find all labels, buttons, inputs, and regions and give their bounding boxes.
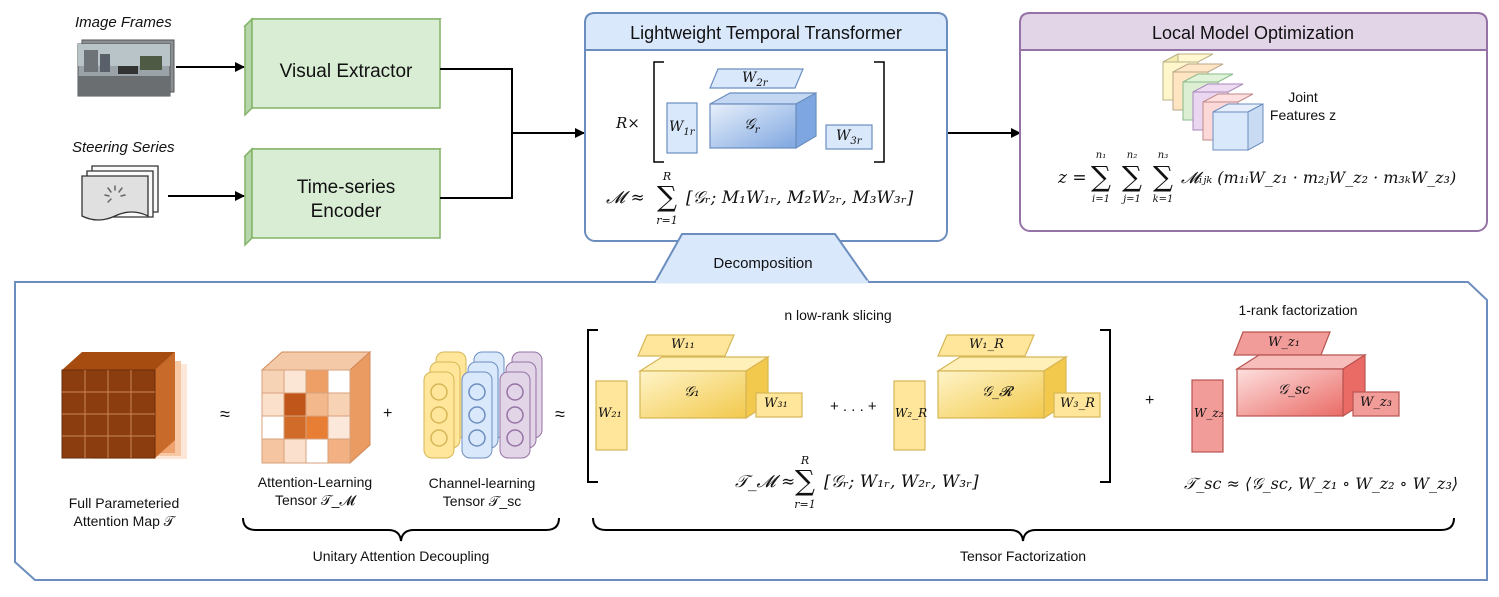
sum2-sign: ∑	[1122, 160, 1142, 193]
wz1-label: W_z₁	[1268, 335, 1300, 350]
visual-extractor-label: Visual Extractor	[279, 61, 413, 82]
sum1-top: n₁	[1095, 150, 1107, 161]
decomposition-label: Decomposition	[713, 255, 813, 272]
merge-connector	[440, 68, 513, 199]
transformer-panel	[584, 12, 948, 242]
plus-sign-1: +	[383, 405, 393, 422]
slicing-left-bracket	[587, 329, 598, 483]
local-formula-rhs: 𝓜ᵢⱼₖ (m₁ᵢW_z₁ · m₂ⱼW_z₂ · m₃ₖW_z₃)	[1181, 168, 1457, 187]
full-attention-map-cube	[61, 352, 187, 459]
attention-learning-tensor-cube	[260, 350, 372, 465]
transformer-title: Lightweight Temporal Transformer	[630, 23, 902, 43]
slice1-w1-label: W₁₁	[671, 337, 695, 352]
slicing-right-bracket	[1100, 329, 1111, 483]
sum2-bottom: j=1	[1123, 194, 1141, 205]
approx-sign-1: ≈	[220, 404, 230, 424]
sliceR-core-label: 𝒢_𝓡	[982, 384, 1013, 400]
tsc-formula: 𝒯_sc ≈ ⟨𝒢_sc, W_z₁ ∘ W_z₂ ∘ W_z₃⟩	[1184, 474, 1459, 493]
bottom-panel	[14, 281, 1488, 581]
transformer-core: 𝒢r	[744, 115, 760, 136]
tm-formula-rhs: [𝒢ᵣ; W₁ᵣ, W₂ᵣ, W₃ᵣ]	[824, 472, 979, 492]
transformer-w1: W1r	[669, 119, 695, 138]
transformer-sum-sign: ∑	[657, 180, 677, 213]
local-title: Local Model Optimization	[1151, 23, 1355, 43]
sum3-bottom: k=1	[1152, 194, 1174, 205]
transformer-repeat: R×	[616, 114, 640, 132]
transformer-sum-bottom: r=1	[656, 214, 678, 227]
tensor-factorization-label: Tensor Factorization	[959, 548, 1087, 564]
transformer-sum-top: R	[662, 170, 672, 183]
local-formula-lhs: z =	[1058, 168, 1087, 188]
transformer-w2: W2r	[742, 70, 768, 89]
joint-features-cubes	[1162, 53, 1264, 151]
transformer-formula-rhs: [𝒢ᵣ; M₁W₁ᵣ, M₂W₂ᵣ, M₃W₃ᵣ]	[686, 188, 914, 208]
plus-sign-2: +	[1145, 392, 1155, 409]
image-frames-thumbnail	[77, 39, 175, 97]
slicing-title: n low-rank slicing	[784, 307, 892, 323]
slice-1-factors	[595, 334, 803, 451]
attn-label-line1: Attention-Learning	[257, 474, 373, 490]
sliceR-w3-label: W₃_R	[1060, 396, 1095, 411]
joint-features-line1: Joint	[1288, 89, 1318, 105]
transformer-w3: W3r	[836, 128, 862, 147]
slice1-w3-label: W₃₁	[764, 396, 788, 411]
sliceR-w2-label: W₂_R	[895, 406, 928, 420]
brace-tensor-factorization	[592, 517, 1455, 542]
steering-series-label: Steering Series	[72, 139, 175, 156]
tm-formula-lhs: 𝒯_𝓜 ≈	[735, 472, 796, 492]
sum1-sign: ∑	[1091, 160, 1111, 193]
ts-encoder-label-line2: Encoder	[310, 201, 382, 222]
approx-sign-2: ≈	[555, 404, 565, 424]
wz3-label: W_z₃	[1360, 395, 1392, 410]
sum2-top: n₂	[1126, 150, 1138, 161]
ellipsis-plus: + . . . +	[830, 398, 877, 415]
image-frames-label: Image Frames	[75, 14, 172, 31]
rank-one-factors	[1191, 331, 1400, 453]
ts-encoder-label-line1: Time-series	[296, 177, 396, 198]
full-map-label-line1: Full Parameteried	[68, 495, 180, 511]
time-series-encoder-block	[243, 147, 442, 247]
chan-label-line2: Tensor 𝒯_sc	[442, 493, 522, 509]
sum3-sign: ∑	[1153, 160, 1173, 193]
attn-label-line2: Tensor 𝒯_𝓜	[274, 492, 356, 508]
slice-R-factors	[893, 334, 1101, 451]
channel-learning-tensor-stacks	[423, 351, 543, 459]
sum3-top: n₃	[1157, 150, 1169, 161]
full-map-label-line2: Attention Map 𝒯	[73, 513, 175, 529]
tm-sum-sign: ∑	[795, 464, 815, 497]
wz2-label: W_z₂	[1194, 406, 1224, 420]
slice1-w2-label: W₂₁	[598, 406, 622, 421]
brace-unitary-decoupling	[242, 517, 560, 542]
unitary-decoupling-label: Unitary Attention Decoupling	[312, 548, 490, 564]
transformer-formula-lhs: 𝓜 ≈	[606, 188, 645, 208]
tm-sum-bottom: r=1	[794, 498, 816, 511]
sum1-bottom: i=1	[1092, 194, 1110, 205]
tm-sum-top: R	[800, 454, 810, 467]
joint-features-line2: Features z	[1269, 107, 1337, 123]
gsc-label: 𝒢_sc	[1278, 382, 1310, 398]
chan-label-line1: Channel-learning	[428, 475, 536, 491]
visual-extractor-block	[243, 17, 442, 117]
steering-series-icon	[81, 165, 159, 221]
sliceR-w1-label: W₁_R	[969, 337, 1004, 352]
slice1-core-label: 𝒢₁	[684, 384, 700, 400]
rank1-title: 1-rank factorization	[1238, 302, 1358, 318]
